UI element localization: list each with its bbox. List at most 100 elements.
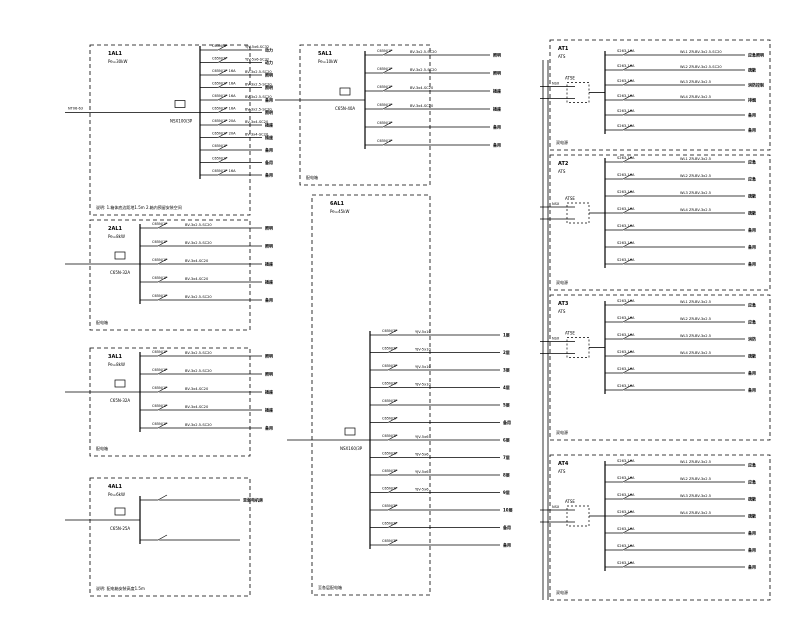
breaker-label: C65N/3P <box>382 469 398 473</box>
cable-label: WL4 ZR-BV-3x2.5 <box>680 351 711 355</box>
breaker-label: C65N/1P 16A <box>212 169 236 173</box>
load-label: 备用 <box>492 142 501 148</box>
load-label: 插座 <box>265 134 273 140</box>
cable-label: YJV-5x10 <box>415 383 431 387</box>
breaker-label: S263-16A <box>617 510 635 514</box>
load-label: 插座 <box>265 389 273 395</box>
breaker-label: C65N/3P <box>382 487 398 491</box>
breaker-switch-icon <box>157 350 168 357</box>
cable-label: WL1 ZR-BV-3x2.5 <box>680 300 711 304</box>
breaker-label: C65N/1P <box>377 139 393 143</box>
breaker-label: C65N/3P <box>382 329 398 333</box>
breaker-switch-icon <box>622 316 633 323</box>
panel-name: 5AL1 <box>318 51 333 57</box>
panel-note: 配电箱 <box>306 174 318 180</box>
breaker-switch-icon <box>382 103 393 110</box>
cable-label: YJV-5x6-SC32 <box>245 45 269 49</box>
breaker-label: S263-16A <box>617 459 635 463</box>
ats-label: ATSE <box>565 76 575 81</box>
breaker-label: S263-16A <box>617 173 635 177</box>
breaker-switch-icon <box>157 534 168 541</box>
meter-icon <box>114 251 126 260</box>
breaker-switch-icon <box>217 82 228 88</box>
breaker-switch-icon <box>622 173 633 180</box>
panel-rating: ATS <box>558 309 566 314</box>
meter-icon <box>114 507 126 516</box>
breaker-switch-icon <box>622 94 633 101</box>
panel-rating: Pe=45kW <box>330 209 349 214</box>
load-label: 10层 <box>503 507 513 513</box>
panel-boundary <box>549 39 771 151</box>
breaker-switch-icon <box>217 169 228 176</box>
load-label: 1层 <box>503 332 510 338</box>
breaker-label: C65N/3P <box>382 452 398 456</box>
load-label: 应急 <box>748 479 756 485</box>
breaker-switch-icon <box>387 434 398 441</box>
load-label: 4层 <box>503 384 510 390</box>
meter-icon <box>174 100 186 108</box>
breaker-switch-icon <box>157 240 168 247</box>
load-label: 3层 <box>503 367 510 373</box>
panel-rating: Pe=10kW <box>318 59 337 64</box>
breaker-switch-icon <box>387 469 398 476</box>
load-label: 插座 <box>265 122 273 128</box>
meter-icon <box>344 427 356 436</box>
breaker-label: S263-16A <box>617 64 635 68</box>
breaker-switch-icon <box>622 527 633 534</box>
panel-note: 至各层配电箱 <box>318 584 342 590</box>
breaker-switch-icon <box>387 382 398 388</box>
panel-boundary <box>89 219 251 331</box>
load-label: 应急 <box>748 159 756 165</box>
breaker-switch-icon <box>157 422 168 429</box>
load-label: 9层 <box>503 489 510 495</box>
load-label: 排烟 <box>748 97 756 103</box>
breaker-label: S263-16A <box>617 367 635 371</box>
cable-label: BV-3x2.5-SC20 <box>245 70 272 74</box>
breaker-label: C65N/1P 20A <box>212 132 236 136</box>
load-label: 应急照明 <box>748 52 764 58</box>
breaker-switch-icon <box>157 276 168 283</box>
load-label: 至弱电机房 <box>243 497 263 503</box>
incoming-breaker: NSX <box>552 505 560 509</box>
breaker-switch-icon <box>622 207 633 214</box>
panel-rating: ATS <box>558 54 566 59</box>
meter-icon <box>339 87 351 96</box>
breaker-label: S263-16A <box>617 544 635 548</box>
cable-label: WL3 ZR-BV-3x2.5 <box>680 80 711 84</box>
breaker-switch-icon <box>217 57 228 63</box>
load-label: 消防控制 <box>748 82 764 88</box>
main-breaker: NSX160/3P <box>340 446 363 451</box>
panel-name: 6AL1 <box>330 201 345 207</box>
incoming-breaker: NSX <box>552 82 560 86</box>
panel-note: 说明: 1.箱体底边距地1.5m 2.箱内预留安装空间 <box>96 204 182 210</box>
load-label: 2层 <box>503 349 510 355</box>
load-label: 插座 <box>265 279 273 285</box>
panel-note: 双电源 <box>556 139 568 145</box>
cable-label: WL1 ZR-BV-3x2.5 <box>680 157 711 161</box>
breaker-label: S263-16A <box>617 94 635 98</box>
cable-label: BV-3x2.5-SC20 <box>245 108 272 112</box>
breaker-switch-icon <box>157 494 168 501</box>
panel-note: 配电箱 <box>96 445 108 451</box>
